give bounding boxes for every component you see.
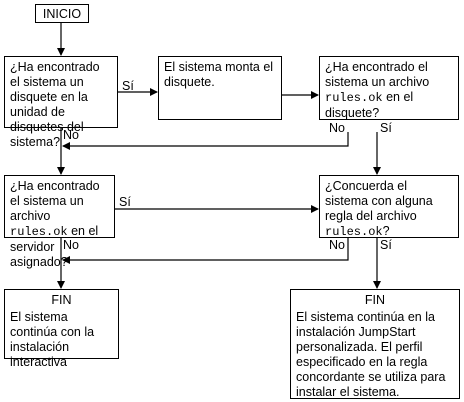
arrow-match-no xyxy=(62,238,349,264)
arrow-rules-floppy-no xyxy=(62,132,349,150)
end-interactive-text: El sistema continúa con la instalación i… xyxy=(10,310,95,369)
label-rules-server-yes: Sí xyxy=(119,195,131,209)
rules-floppy-pre: ¿Ha encontrado el sistema un archivo xyxy=(325,60,430,89)
rules-server-code: rules.ok xyxy=(10,225,68,239)
rules-floppy-post: en el disquete? xyxy=(325,90,414,120)
start-node: INICIO xyxy=(35,4,89,23)
rules-server-pre: ¿Ha encontrado el sistema un archivo xyxy=(10,179,100,223)
match-pre: ¿Concuerda el sistema con alguna regla d… xyxy=(325,179,433,223)
label-match-no: No xyxy=(329,238,345,252)
mount-text: El sistema monta el disquete. xyxy=(164,60,274,89)
floppy-question-text: ¿Ha encontrado el sistema un disquete en… xyxy=(10,60,100,149)
label-rules-floppy-no: No xyxy=(329,121,345,135)
label-floppy-yes: Sí xyxy=(122,79,134,93)
rules-server-question-node: ¿Ha encontrado el sistema un archivo rul… xyxy=(4,175,115,269)
rules-server-post: en el servidor asignado? xyxy=(10,224,99,269)
end-jumpstart-text: El sistema continúa en la instalación Ju… xyxy=(296,310,446,399)
label-rules-floppy-yes: Sí xyxy=(380,121,392,135)
label-match-yes: Sí xyxy=(380,238,392,252)
floppy-question-node: ¿Ha encontrado el sistema un disquete en… xyxy=(4,56,118,149)
match-post: ? xyxy=(382,224,390,238)
end-jumpstart-title: FIN xyxy=(364,293,386,307)
label-floppy-no: No xyxy=(63,128,79,142)
rules-floppy-question-node: ¿Ha encontrado el sistema un archivo rul… xyxy=(319,56,459,120)
match-question-node: ¿Concuerda el sistema con alguna regla d… xyxy=(319,175,459,239)
rules-floppy-code: rules.ok xyxy=(325,91,383,105)
start-text: INICIO xyxy=(42,7,82,21)
end-interactive-title: FIN xyxy=(51,293,72,307)
mount-node: El sistema monta el disquete. xyxy=(158,56,282,120)
end-interactive-node: FIN El sistema continúa con la instalaci… xyxy=(4,289,119,369)
end-jumpstart-node: FIN El sistema continúa en la instalació… xyxy=(290,289,460,399)
match-code: rules.ok xyxy=(325,225,383,239)
label-rules-server-no: No xyxy=(63,238,79,252)
